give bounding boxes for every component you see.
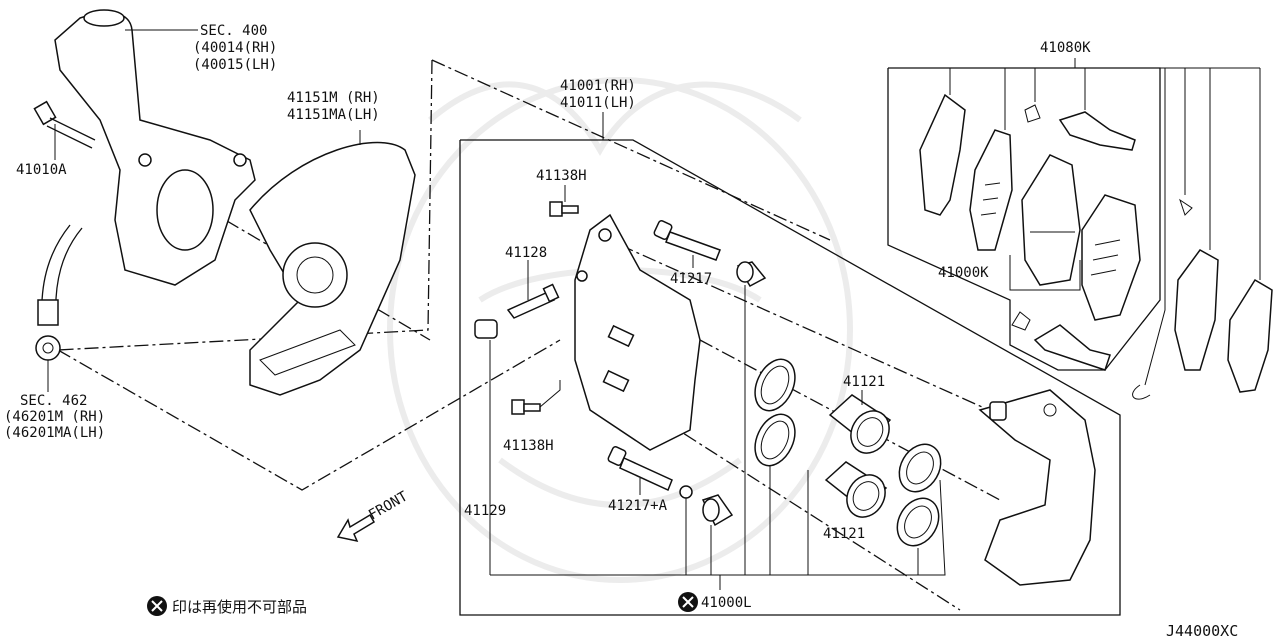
label-41151m-rh[interactable]: 41151M (RH) [287, 90, 380, 106]
label-41000k[interactable]: 41000K [938, 265, 989, 281]
inner-shim-outer[interactable] [1227, 278, 1273, 393]
label-41129[interactable]: 41129 [464, 503, 506, 519]
non-reusable-mark-legend [147, 596, 167, 616]
label-41217[interactable]: 41217 [670, 271, 712, 287]
caliper-body[interactable] [574, 213, 701, 451]
diagram-id: J44000XC [1166, 622, 1238, 639]
pin-boot-top[interactable] [736, 261, 767, 287]
bleeder-bolt-top[interactable] [549, 201, 579, 217]
watermark-emblem [387, 77, 853, 583]
label-41001-rh[interactable]: 41001(RH) [560, 78, 636, 94]
inner-brake-pad[interactable] [1081, 194, 1141, 321]
guide-pin-41217a[interactable] [607, 446, 693, 499]
label-sec-400-lh: (40015(LH) [193, 57, 277, 73]
label-sec-400-rh: (40014(RH) [193, 40, 277, 56]
label-41010a[interactable]: 41010A [16, 162, 67, 178]
inner-shim[interactable] [1174, 249, 1219, 371]
piston-41121-top[interactable] [828, 394, 897, 460]
label-41121-top[interactable]: 41121 [843, 374, 885, 390]
piston-boot-bottom[interactable] [889, 491, 947, 553]
label-sec-462[interactable]: SEC. 462 [20, 393, 87, 409]
caliper-bracket[interactable] [978, 389, 1096, 586]
bolt-41010a[interactable] [33, 100, 96, 160]
label-sec-400[interactable]: SEC. 400 [200, 23, 267, 39]
outer-brake-pad[interactable] [1021, 154, 1081, 286]
caliper-assembly-box [459, 139, 1121, 616]
label-41000l[interactable]: 41000L [701, 595, 752, 611]
non-reusable-mark-41000l [678, 592, 698, 612]
guide-pin-41217[interactable] [653, 220, 721, 261]
brake-hose[interactable] [35, 224, 83, 361]
dust-shield[interactable] [249, 141, 416, 396]
label-41121-bottom[interactable]: 41121 [823, 526, 865, 542]
label-41138h-bottom[interactable]: 41138H [503, 438, 554, 454]
label-41217a[interactable]: 41217+A [608, 498, 668, 514]
piston-seal-bottom[interactable] [747, 408, 802, 472]
front-label: FRONT [366, 488, 411, 523]
pad-wear-clips[interactable] [1024, 104, 1136, 151]
bleeder-cap-41129[interactable] [474, 319, 498, 339]
label-sec-462-lh: (46201MA(LH) [4, 425, 105, 441]
bleeder-screw-41128[interactable] [506, 283, 560, 319]
piston-boot-top[interactable] [891, 437, 949, 499]
label-41128[interactable]: 41128 [505, 245, 547, 261]
outer-pad-backing[interactable] [969, 129, 1013, 251]
outer-shim[interactable] [919, 93, 966, 216]
label-41138h-top[interactable]: 41138H [536, 168, 587, 184]
wear-indicator-spring[interactable] [1132, 198, 1193, 400]
front-arrow-icon [336, 513, 376, 543]
label-41080k[interactable]: 41080K [1040, 40, 1091, 56]
steering-knuckle[interactable] [54, 9, 256, 286]
legend-note: 印は再使用不可部品 [172, 598, 307, 616]
piston-41121-bottom[interactable] [824, 461, 893, 524]
bleeder-bolt-bottom[interactable] [511, 399, 541, 415]
pad-retainer-clips[interactable] [1011, 311, 1111, 371]
pin-boot-bottom[interactable] [701, 494, 734, 527]
label-41151ma-lh[interactable]: 41151MA(LH) [287, 107, 380, 123]
label-sec-462-rh: (46201M (RH) [4, 409, 105, 425]
piston-seal-top[interactable] [747, 353, 802, 417]
label-41011-lh[interactable]: 41011(LH) [560, 95, 636, 111]
